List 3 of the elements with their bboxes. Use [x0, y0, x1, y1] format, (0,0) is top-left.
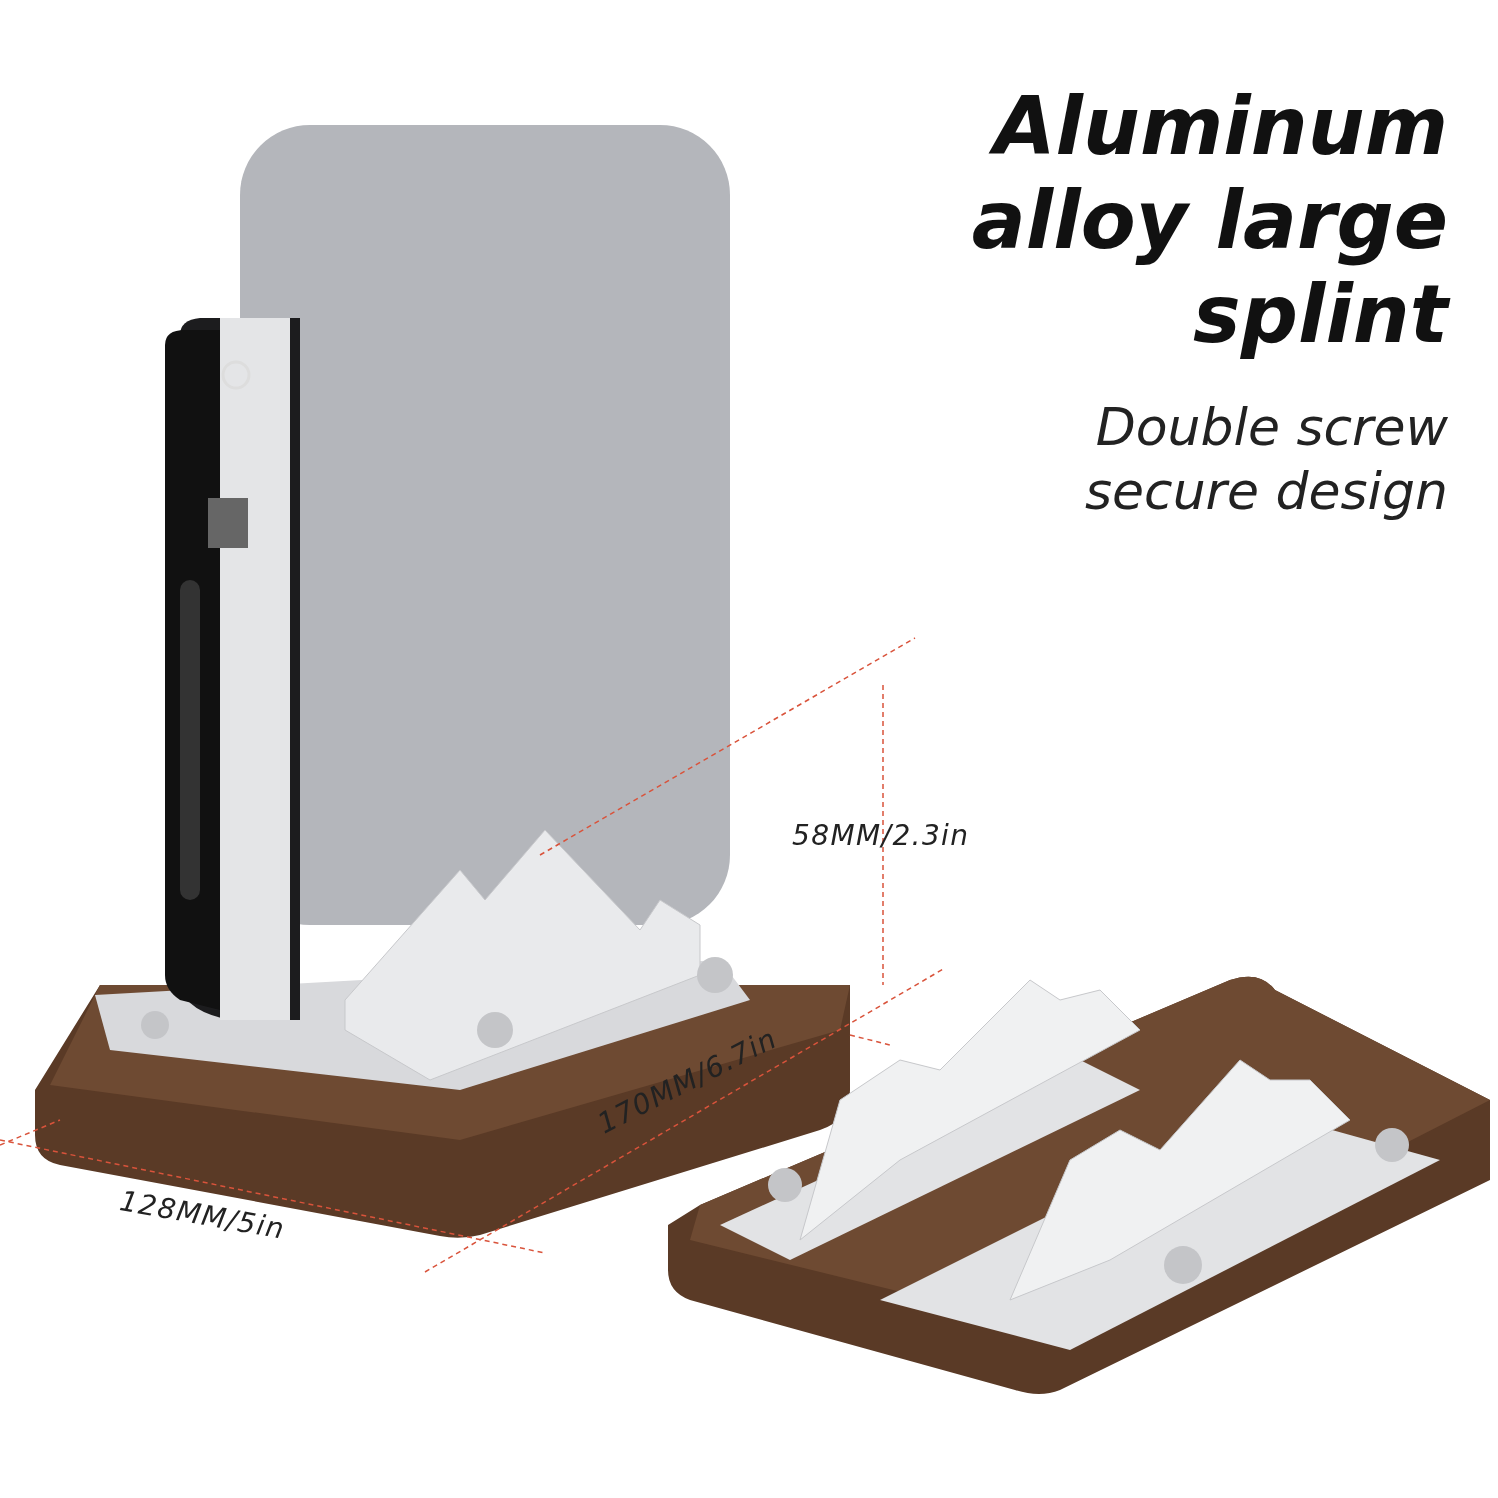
- dimension-label: 128MM/5in: [116, 1183, 289, 1248]
- dimension-label: 58MM/2.3in: [792, 818, 970, 854]
- feature-subtitle: Double screw secure design: [1083, 396, 1448, 523]
